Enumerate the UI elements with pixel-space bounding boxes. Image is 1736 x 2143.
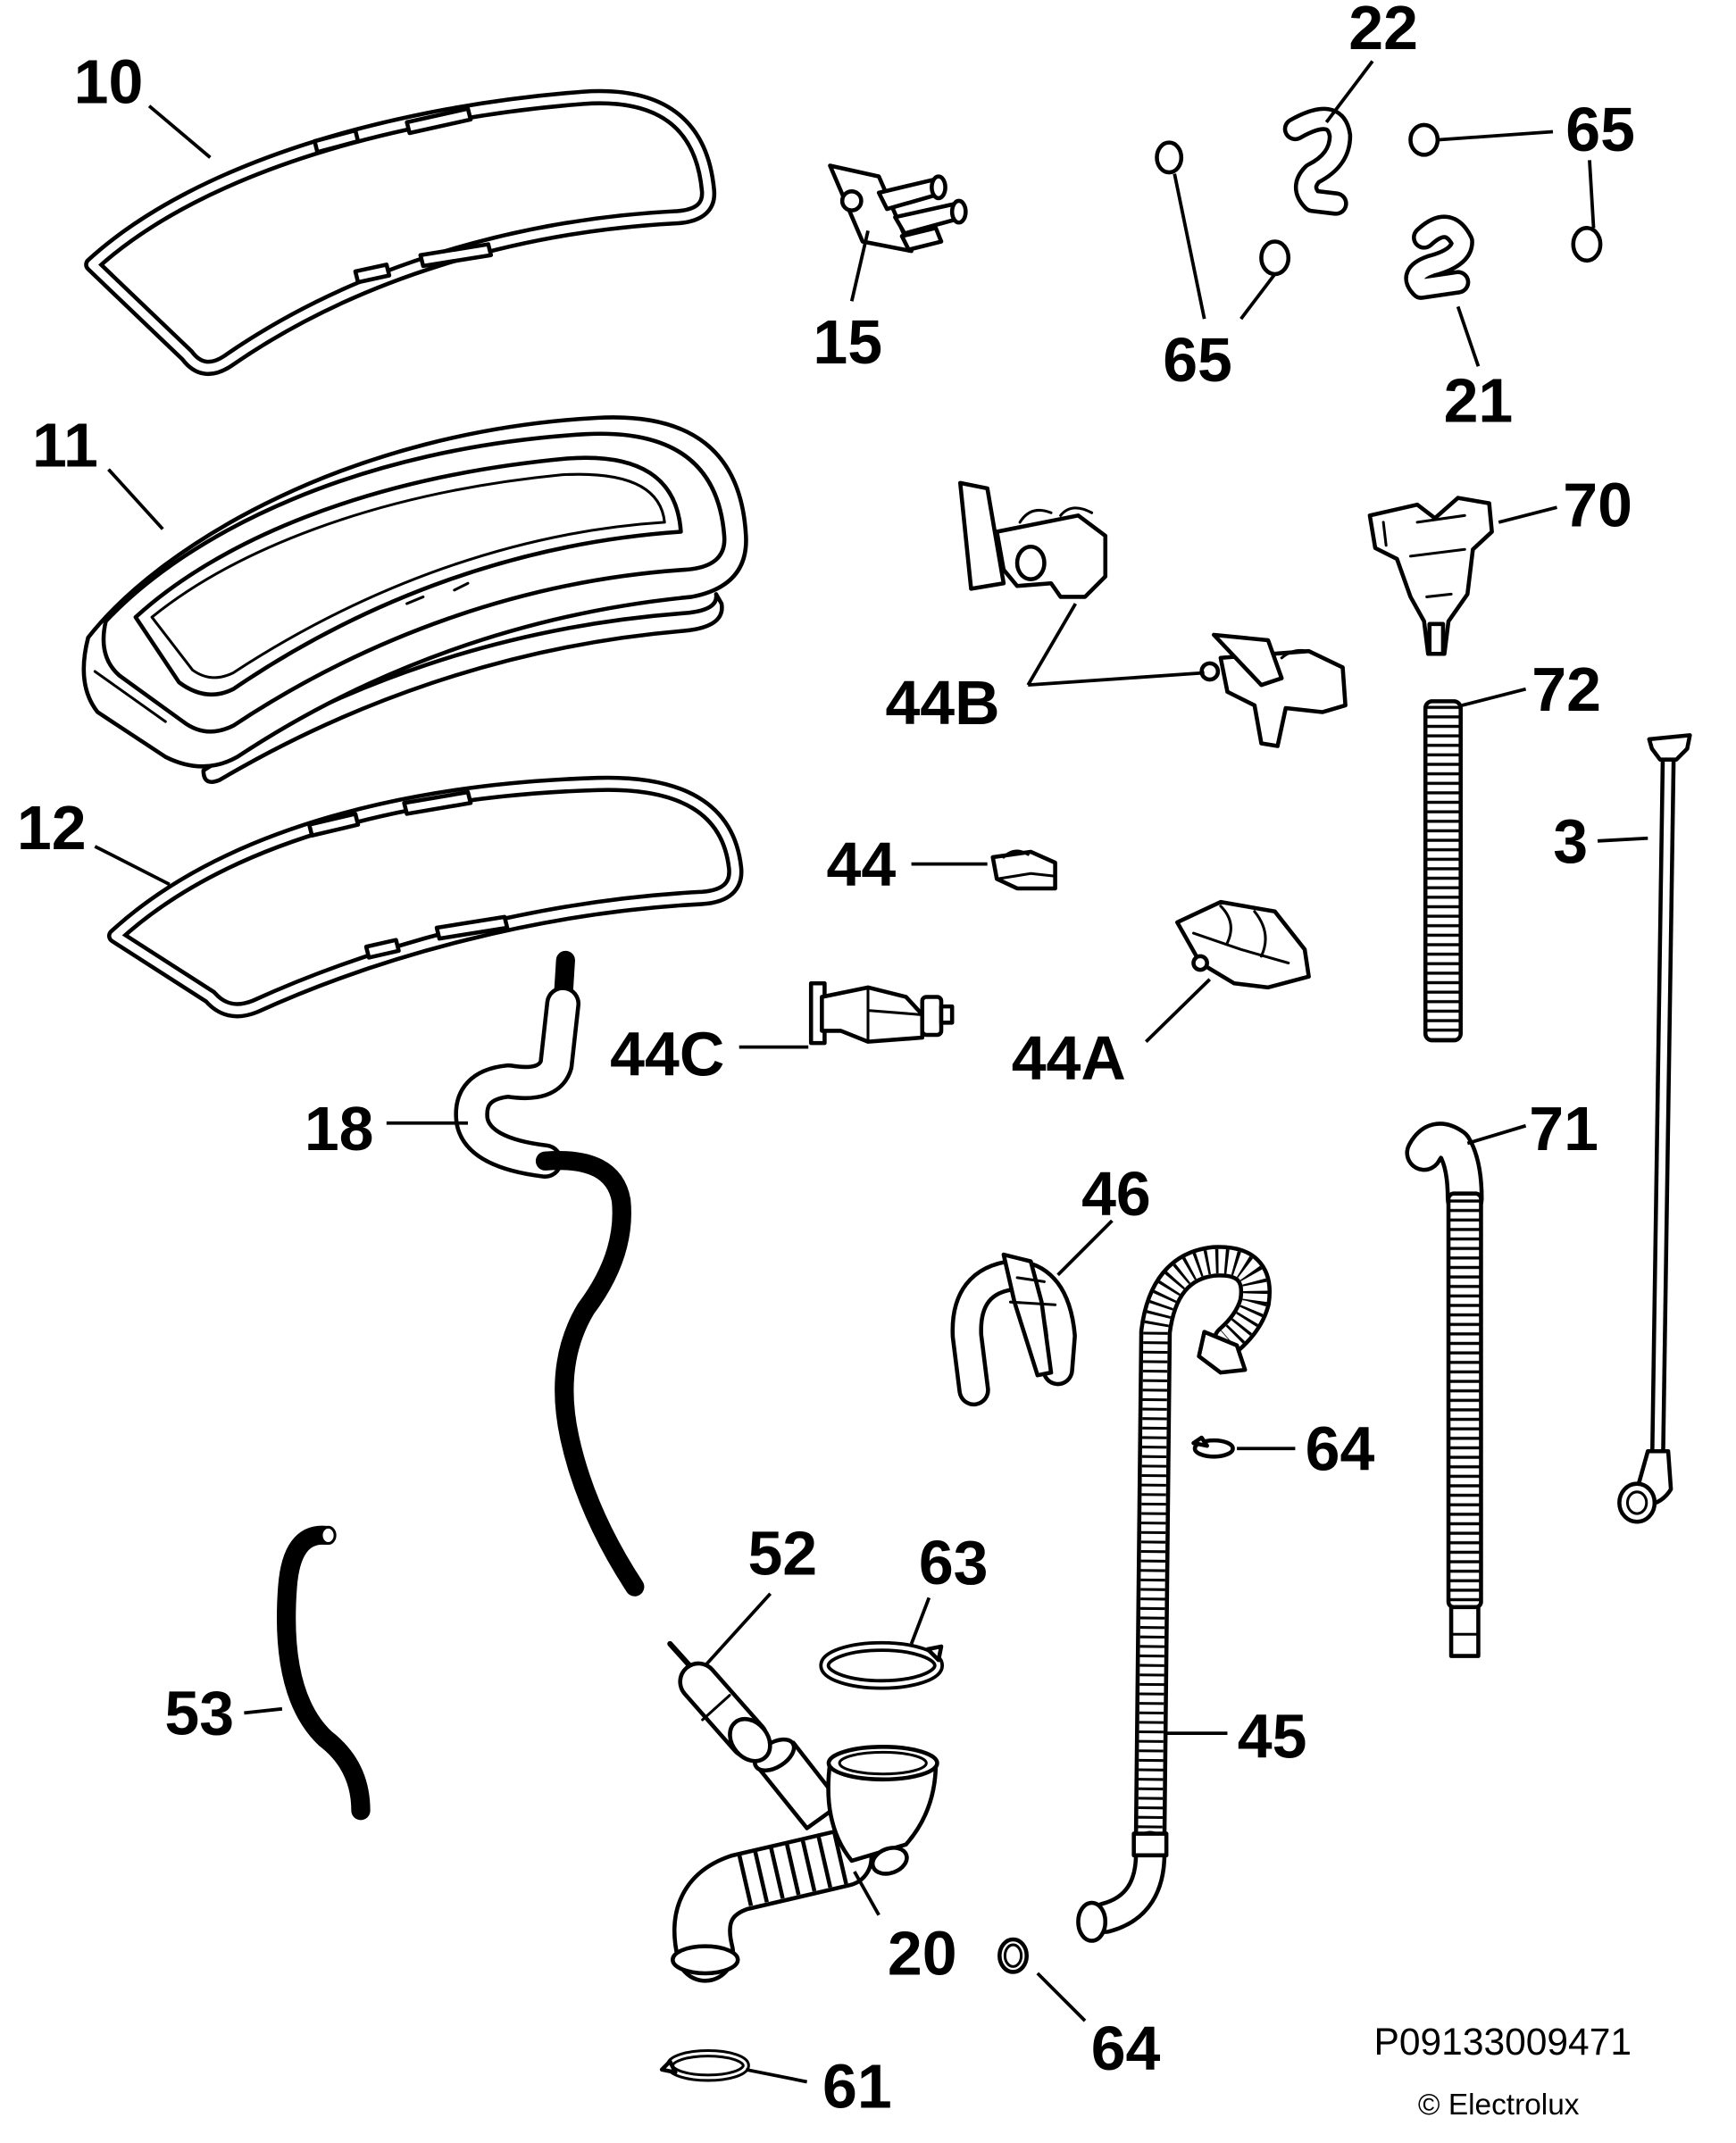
part-21-elbow-hose <box>1404 214 1474 300</box>
part-52-sensor <box>667 1640 772 1764</box>
part-22-elbow-hose <box>1282 106 1353 216</box>
clamp-65-c <box>1408 122 1440 157</box>
label-71: 71 <box>1529 1094 1598 1163</box>
leader-3 <box>1597 836 1648 843</box>
clamp-65-b <box>1259 239 1291 277</box>
label-63: 63 <box>919 1528 989 1597</box>
callout-labels: 10 11 12 15 22 65 65 21 70 44B 72 3 44 4… <box>17 0 1635 2121</box>
leader-64-bottom <box>1036 1972 1087 2022</box>
label-53: 53 <box>164 1679 234 1748</box>
part-72-corrugated-pipe <box>1423 699 1463 1043</box>
label-44c: 44C <box>610 1020 724 1089</box>
clip-44b-b <box>1199 632 1348 748</box>
leader-71 <box>1466 1123 1527 1146</box>
leader-lines <box>94 60 1648 2084</box>
leader-21 <box>1456 305 1481 367</box>
part-18-hose <box>454 950 645 1597</box>
label-15: 15 <box>813 307 882 377</box>
label-65-right: 65 <box>1565 95 1635 164</box>
label-18: 18 <box>305 1094 374 1163</box>
leader-12 <box>94 845 171 887</box>
label-10: 10 <box>74 47 144 117</box>
leader-65-middle <box>1173 173 1277 321</box>
leader-72 <box>1461 687 1527 707</box>
part-10-upper-frame <box>84 88 717 376</box>
label-3: 3 <box>1553 806 1588 876</box>
part-46-hose-guide <box>950 1252 1077 1407</box>
leader-46 <box>1056 1219 1114 1277</box>
leader-44a <box>1145 978 1212 1043</box>
label-72: 72 <box>1532 655 1601 724</box>
part-11-door-seal <box>81 415 748 784</box>
leader-22 <box>1324 60 1374 124</box>
label-70: 70 <box>1563 470 1632 539</box>
part-3-long-pipe <box>1617 733 1692 1524</box>
label-64-middle: 64 <box>1306 1414 1375 1484</box>
leader-15 <box>849 229 870 302</box>
label-46: 46 <box>1081 1159 1151 1229</box>
part-53-hose <box>276 1525 371 1821</box>
part-44-clip <box>990 849 1057 891</box>
part-45-corrugated-hose <box>1076 1245 1272 1943</box>
label-11: 11 <box>32 411 98 480</box>
part-44b-clips <box>957 480 1348 748</box>
clamp-65-d <box>1571 226 1603 263</box>
label-44a: 44A <box>1012 1023 1126 1093</box>
leader-70 <box>1498 505 1557 524</box>
label-45: 45 <box>1238 1701 1307 1771</box>
part-15-inlet-valve <box>828 163 968 254</box>
copyright-notice: © Electrolux <box>1418 2089 1580 2122</box>
label-52: 52 <box>747 1518 817 1588</box>
label-64-bottom: 64 <box>1091 2014 1161 2083</box>
leader-52 <box>704 1592 772 1667</box>
part-44c-clip <box>808 981 955 1046</box>
leader-20 <box>853 1871 881 1916</box>
part-64-clamp-middle <box>1191 1435 1235 1459</box>
part-64-clamp-bottom <box>997 1937 1029 1974</box>
leader-11 <box>107 468 164 530</box>
drawing-code: P09133009471 <box>1374 2022 1632 2064</box>
leader-10 <box>147 104 212 159</box>
part-71-drain-hose <box>1405 1122 1484 1658</box>
label-20: 20 <box>888 1918 957 1988</box>
label-44b: 44B <box>885 668 999 738</box>
leader-65-right <box>1437 129 1596 229</box>
label-65-middle: 65 <box>1163 325 1232 395</box>
part-70-bracket <box>1367 496 1494 656</box>
label-12: 12 <box>17 793 87 863</box>
leader-61 <box>745 2067 808 2084</box>
part-65-clamps <box>1155 122 1603 277</box>
part-12-lower-frame <box>106 775 744 1019</box>
part-44a-clip <box>1174 899 1311 990</box>
part-61-clamp <box>659 2049 750 2082</box>
clip-44b-a <box>957 480 1108 599</box>
label-22: 22 <box>1348 0 1418 63</box>
part-63-clamp-ring <box>819 1640 945 1690</box>
clamp-65-a <box>1155 140 1184 175</box>
label-61: 61 <box>822 2051 892 2121</box>
label-44: 44 <box>827 830 897 899</box>
leader-53 <box>244 1706 283 1715</box>
label-21: 21 <box>1444 366 1514 436</box>
leader-44b <box>1026 603 1205 688</box>
leader-63 <box>909 1597 931 1645</box>
